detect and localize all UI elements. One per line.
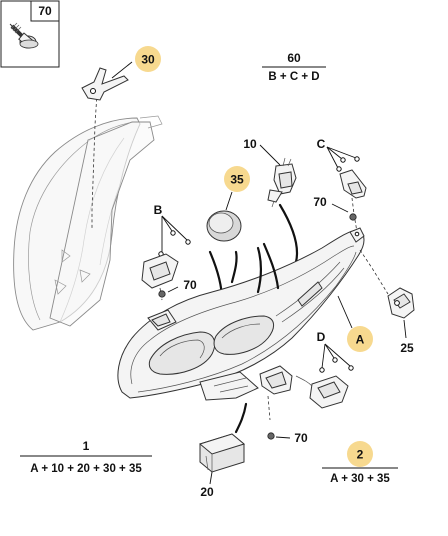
set-2-badge [347, 441, 373, 467]
bulb-label: 10 [243, 137, 257, 151]
set-60-label: 60 [287, 51, 301, 65]
kit-d: D [295, 330, 354, 409]
set-1-label: 1 [83, 439, 90, 453]
screw-box-label: 70 [38, 4, 52, 18]
bracket-label: 30 [141, 53, 155, 67]
kit-b-label: B [154, 203, 163, 217]
set-1-formula: A + 10 + 20 + 30 + 35 [30, 463, 142, 475]
set-2-formula: A + 30 + 35 [330, 473, 390, 485]
screw-bottom-label: 70 [294, 431, 308, 445]
main-headlight-unit [117, 227, 365, 401]
screw-c: 70 [313, 195, 357, 221]
sensor-25: 25 [359, 249, 415, 355]
kit-c: C [317, 137, 367, 233]
screw-bottom: 70 [267, 431, 308, 445]
screw-inset-box: 70 [0, 0, 60, 68]
screw-c-label: 70 [313, 195, 327, 209]
sensor-label: 25 [400, 341, 414, 355]
set-60: 60 B + C + D [262, 51, 326, 83]
cap-badge [224, 166, 250, 192]
set-2: 2 A + 30 + 35 [322, 441, 398, 485]
module-20: 20 [198, 395, 271, 499]
set-1: 1 A + 10 + 20 + 30 + 35 [20, 439, 152, 475]
cap-label: 35 [230, 173, 244, 187]
set-60-formula: B + C + D [268, 71, 319, 83]
bracket-badge [135, 46, 161, 72]
kit-c-label: C [317, 137, 326, 151]
ref-a-badge [347, 326, 373, 352]
reference-headlight-outline [13, 115, 163, 331]
module-label: 20 [200, 485, 214, 499]
screw-icon [9, 22, 39, 49]
screw-b-label: 70 [183, 278, 197, 292]
set-2-label: 2 [357, 448, 364, 462]
ref-a-label: A [356, 333, 365, 347]
screw-b: 70 [158, 278, 197, 298]
kit-d-label: D [317, 330, 326, 344]
bulb-10: 10 [243, 137, 299, 264]
bracket-30: 30 [81, 46, 161, 101]
kit-b: B [141, 203, 191, 301]
cap-35: 35 [206, 166, 250, 302]
reference-a: A [337, 295, 373, 352]
